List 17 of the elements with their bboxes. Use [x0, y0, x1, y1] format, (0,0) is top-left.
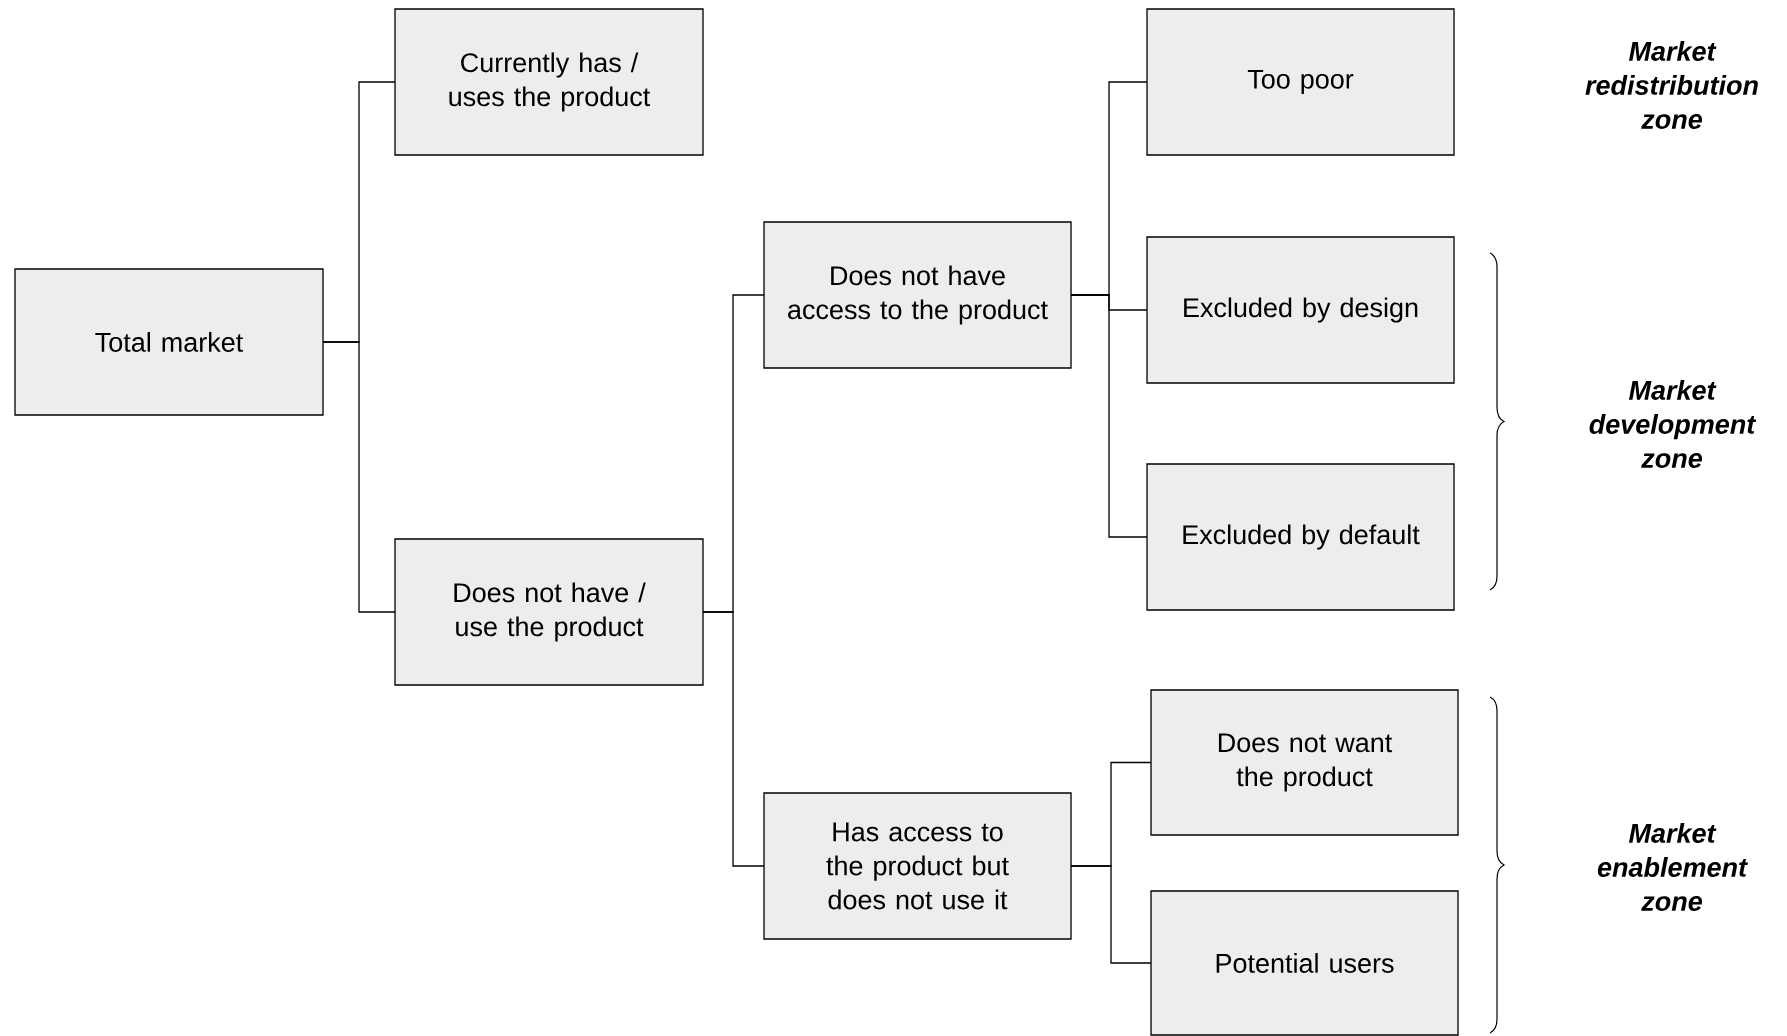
connector-line	[322, 341, 396, 613]
category-box: Potential users	[1150, 890, 1459, 1036]
connector-line	[1070, 865, 1152, 964]
category-box: Has access to the product but does not use it	[763, 792, 1072, 940]
category-box: Excluded by default	[1146, 463, 1455, 611]
category-box: Excluded by design	[1146, 236, 1455, 384]
connector-line	[1070, 294, 1148, 538]
category-box: Does not want the product	[1150, 689, 1459, 836]
category-box: Total market	[14, 268, 324, 416]
zone-label: Market development zone	[1589, 380, 1757, 468]
zone-label: Market enablement zone	[1597, 823, 1748, 911]
connector-line	[702, 611, 765, 867]
category-box: Does not have / use the product	[394, 538, 704, 686]
category-box: Currently has / uses the product	[394, 8, 704, 156]
category-box: Does not have access to the product	[763, 221, 1072, 369]
zone-label: Market redistribution zone	[1585, 41, 1758, 129]
category-box: Too poor	[1146, 8, 1455, 156]
